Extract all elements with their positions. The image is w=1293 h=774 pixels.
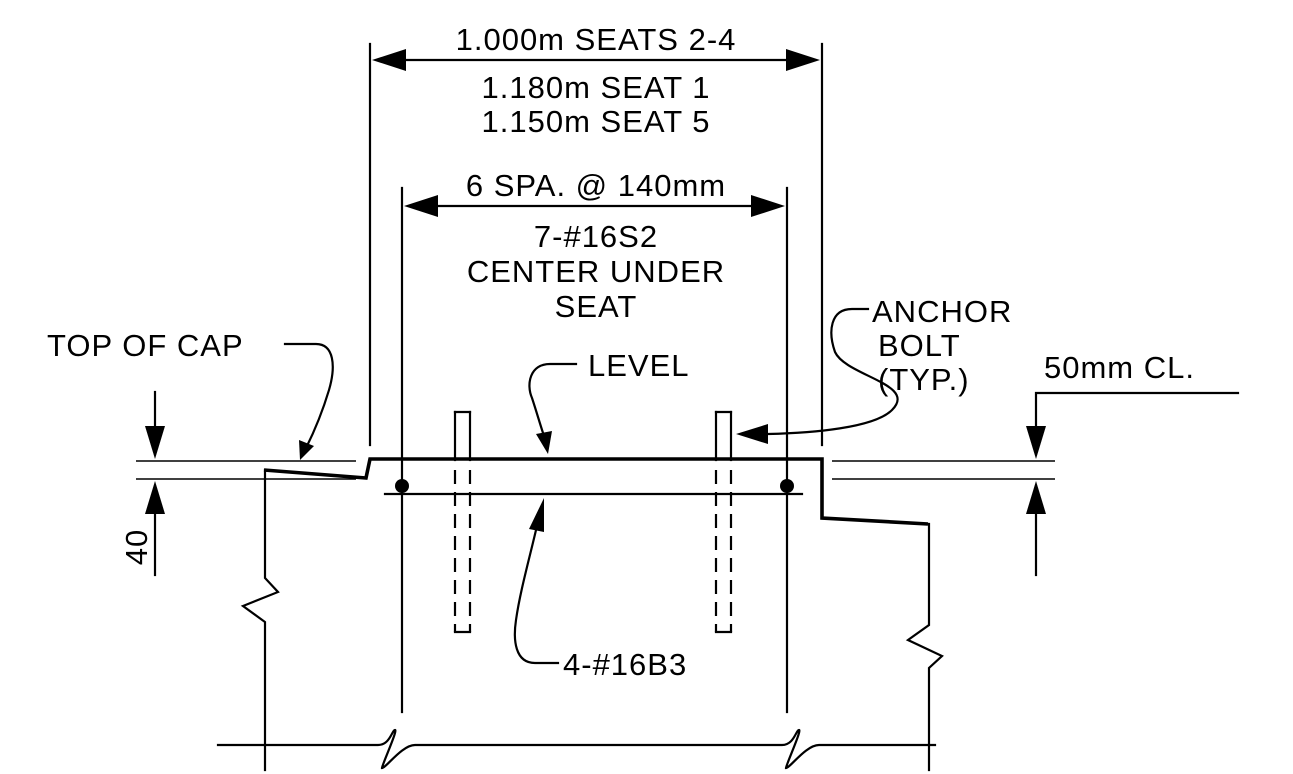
bar-dot-right-icon: [780, 479, 794, 493]
clear-cover-dimension: 50mm CL.: [1026, 350, 1240, 577]
arrowhead-left-icon: [372, 49, 406, 71]
break-line-right: [905, 522, 944, 772]
dim-40: 40: [119, 390, 165, 577]
anchor-bolt-left: [453, 410, 472, 634]
bolt-label: BOLT: [878, 328, 961, 363]
clear-cover-label: 50mm CL.: [1044, 350, 1195, 385]
break-lines: [216, 468, 944, 772]
seat1-width-label: 1.180m SEAT 1: [482, 70, 711, 105]
clear-cover-leader: [1034, 391, 1240, 427]
bar-spacing-dimension: 6 SPA. @ 140mm 7-#16S2 CENTER UNDER SEAT: [400, 168, 789, 714]
s2-center-label: CENTER UNDER: [467, 254, 725, 289]
arrowhead-up-icon: [145, 481, 165, 514]
top-of-cap-label: TOP OF CAP: [47, 328, 244, 363]
arrowhead-up-icon: [1026, 481, 1046, 514]
level-label: LEVEL: [588, 348, 690, 383]
top-of-cap-leader: [283, 342, 334, 450]
b3-bars-label: 4-#16B3: [563, 647, 687, 682]
level-callout: LEVEL: [528, 348, 690, 454]
level-leader: [528, 362, 578, 438]
arrowhead-left-icon: [404, 195, 438, 217]
overall-width-label: 1.000m SEATS 2-4: [456, 22, 737, 57]
s2-seat-label: SEAT: [555, 289, 638, 324]
anchor-bolt-leader: [766, 307, 899, 436]
pedestal-top-profile: [263, 457, 929, 526]
b3-bars-leader: [513, 528, 560, 665]
b3-bars-callout: 4-#16B3: [513, 498, 687, 682]
bar-dot-left-icon: [395, 479, 409, 493]
seat5-width-label: 1.150m SEAT 5: [482, 104, 711, 139]
typical-label: (TYP.): [878, 362, 970, 397]
arrowhead-right-icon: [751, 195, 785, 217]
top-of-cap-callout: TOP OF CAP: [47, 328, 334, 460]
dim-40-label: 40: [119, 529, 154, 565]
anchor-bolt-callout: ANCHOR BOLT (TYP.): [736, 294, 1012, 444]
break-line-left: [240, 468, 280, 772]
s2-bars-label: 7-#16S2: [534, 219, 658, 254]
arrowhead-down-icon: [1026, 426, 1046, 459]
break-line-bottom: [216, 728, 937, 770]
anchor-bolt-right: [714, 410, 733, 634]
leader-arrowhead-icon: [299, 440, 314, 460]
arrowhead-down-icon: [145, 426, 165, 459]
bar-spacing-label: 6 SPA. @ 140mm: [466, 168, 726, 203]
leader-arrowhead-icon: [529, 498, 544, 532]
arrowhead-right-icon: [786, 49, 820, 71]
overall-width-dimension: 1.000m SEATS 2-4 1.180m SEAT 1 1.150m SE…: [368, 22, 824, 447]
cap-outline: [136, 457, 1055, 526]
leader-arrowhead-icon: [736, 424, 768, 444]
anchor-label: ANCHOR: [872, 294, 1012, 329]
leader-arrowhead-icon: [536, 431, 552, 454]
